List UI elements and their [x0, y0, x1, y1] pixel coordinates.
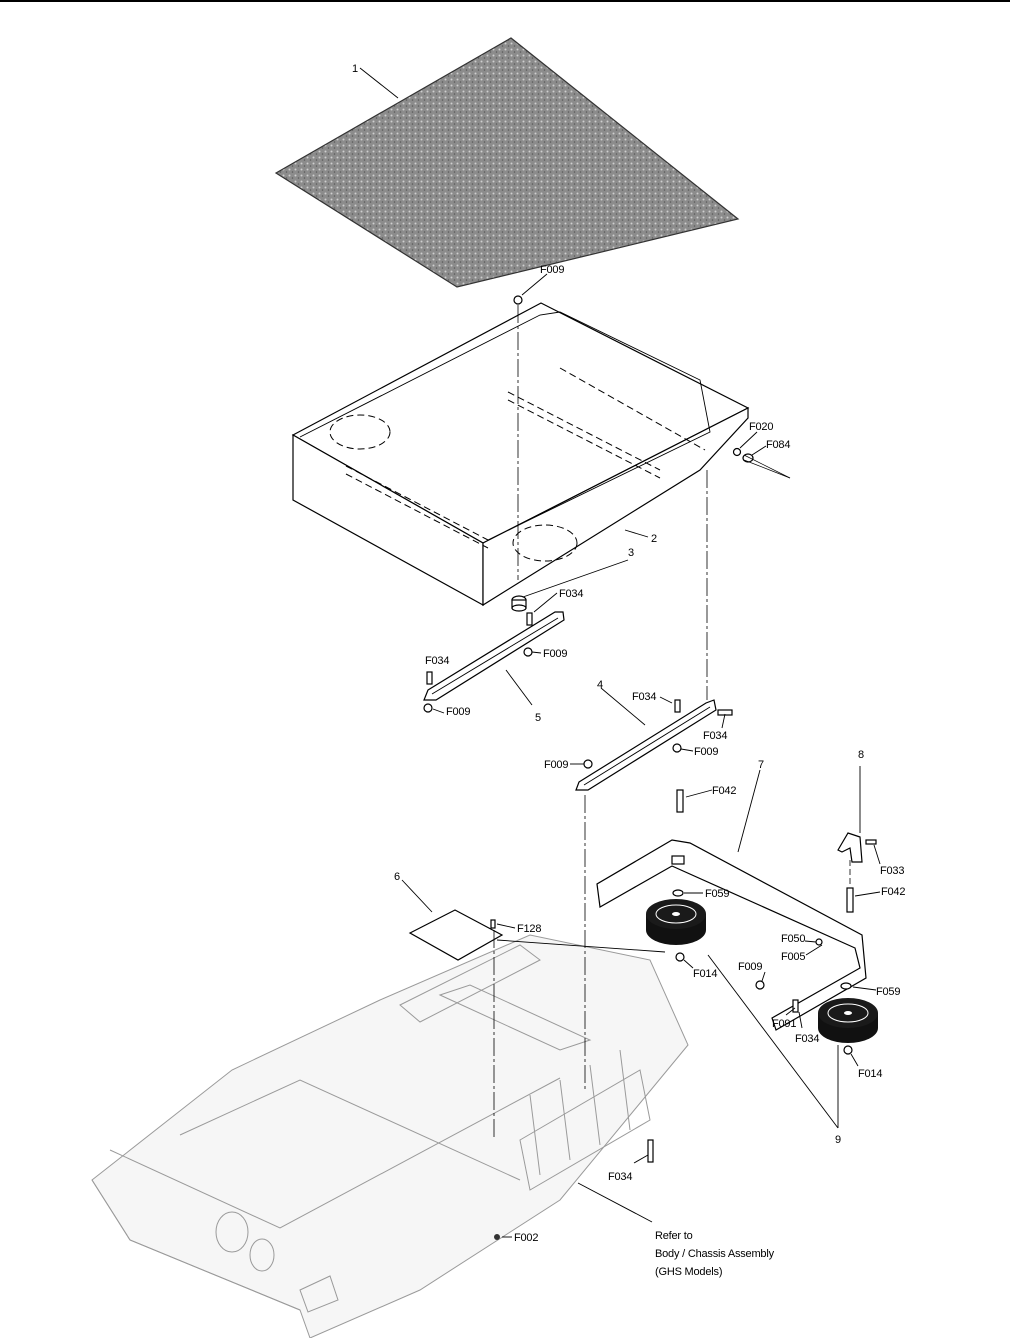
header-rule [0, 0, 1010, 2]
item-3-label: 3 [628, 547, 634, 559]
fastener-label: F059 [705, 888, 729, 900]
bracket-item-7 [596, 839, 867, 1031]
fastener-label: F050 [781, 933, 805, 945]
fastener-label: F034 [425, 655, 449, 667]
fastener-label: F042 [712, 785, 736, 797]
item-7-label: 7 [758, 759, 764, 771]
assembly-lines [493, 305, 851, 1140]
fastener-label: F034 [703, 730, 727, 742]
item-2-label: 2 [651, 533, 657, 545]
fastener-label: F034 [632, 691, 656, 703]
fastener-label: F034 [795, 1033, 819, 1045]
plate-item-6 [408, 909, 504, 961]
reference-note-line-2: Body / Chassis Assembly [655, 1248, 775, 1260]
fastener-label: F020 [749, 421, 773, 433]
bar-item-5 [423, 611, 565, 701]
fastener-label: F034 [559, 588, 583, 600]
item-8-label: 8 [858, 749, 864, 761]
fastener-label: F059 [876, 986, 900, 998]
fastener-label: F034 [608, 1171, 632, 1183]
fastener-label: F009 [694, 746, 718, 758]
fastener-label: F128 [517, 923, 541, 935]
hardware-glyphs [423, 295, 877, 1240]
fastener-label: F014 [858, 1068, 882, 1080]
item-5-label: 5 [535, 712, 541, 724]
fastener-label: F014 [693, 968, 717, 980]
fastener-label: F084 [766, 439, 790, 451]
fastener-label: F033 [880, 865, 904, 877]
clip-item-8 [837, 832, 863, 863]
tray-part [291, 302, 750, 607]
item-number-labels: 1 2 3 4 5 6 7 8 9 [352, 63, 864, 1146]
reference-note-line-1: Refer to [655, 1230, 693, 1242]
fastener-label: F009 [543, 648, 567, 660]
chassis-ghost [91, 934, 689, 1339]
item-4-label: 4 [597, 679, 603, 691]
reference-note: Refer to Body / Chassis Assembly (GHS Mo… [655, 1230, 775, 1278]
reference-note-line-3: (GHS Models) [655, 1266, 722, 1278]
item-9-label: 9 [835, 1134, 841, 1146]
item-1-label: 1 [352, 63, 358, 75]
fastener-labels: F009 F020 F084 F034 F034 F009 F009 F034 … [425, 264, 906, 1244]
fastener-label: F091 [772, 1018, 796, 1030]
item-6-label: 6 [394, 871, 400, 883]
fastener-label: F002 [514, 1232, 538, 1244]
roller-rear [818, 998, 878, 1043]
fastener-label: F009 [544, 759, 568, 771]
bumper-part [511, 595, 527, 612]
roller-front [646, 899, 706, 945]
fastener-label: F042 [881, 886, 905, 898]
leader-lines [359, 67, 881, 1238]
bar-item-4 [575, 699, 717, 791]
mat-part [274, 37, 740, 288]
fastener-label: F009 [540, 264, 564, 276]
fastener-label: F009 [738, 961, 762, 973]
fastener-label: F009 [446, 706, 470, 718]
fastener-label: F005 [781, 951, 805, 963]
